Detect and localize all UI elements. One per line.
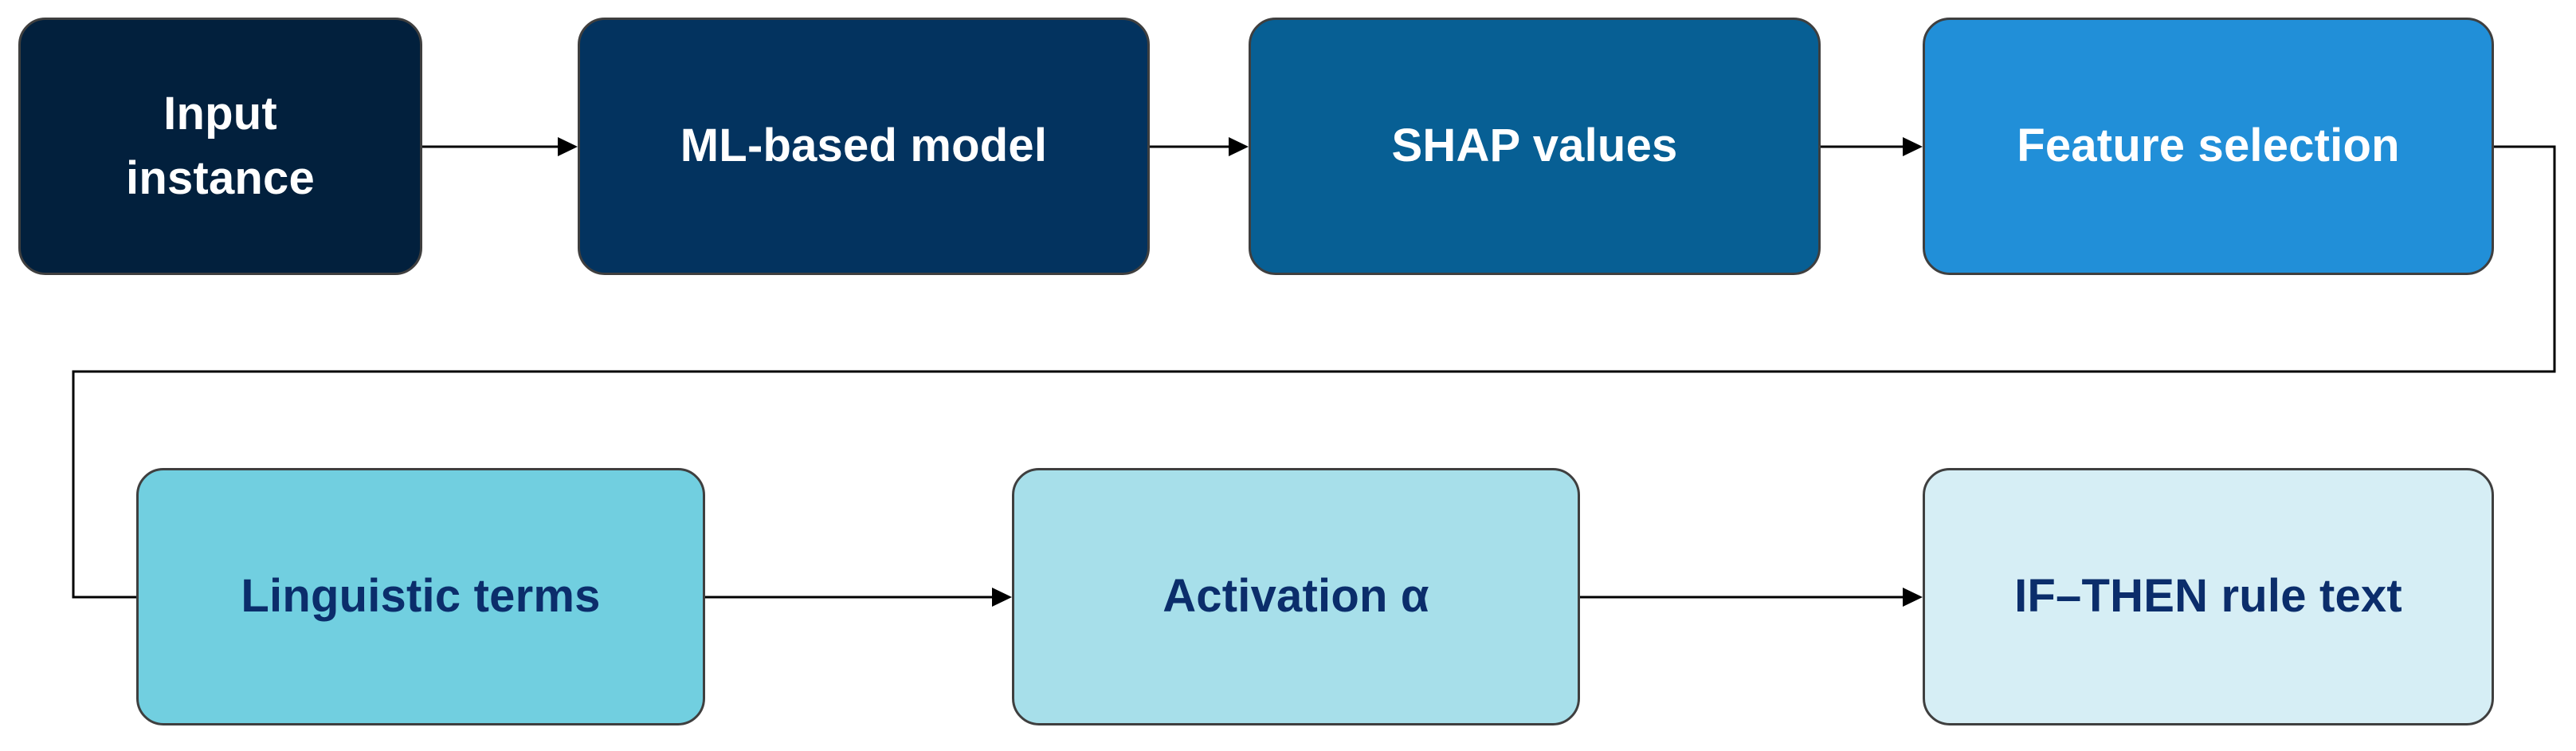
node-if-then-rule-text: IF–THEN rule text <box>1923 468 2494 725</box>
connector-ml-to-shap <box>1150 137 1249 156</box>
node-label-line2: instance <box>126 151 315 204</box>
connector-shap-to-feature <box>1821 137 1923 156</box>
node-ml-based-model: ML-based model <box>578 18 1150 275</box>
node-feature-selection: Feature selection <box>1923 18 2494 275</box>
connector-feature-to-linguistic <box>72 145 2556 599</box>
node-activation-alpha: Activation α <box>1012 468 1580 725</box>
arrowhead-icon <box>1903 588 1923 607</box>
arrowhead-icon <box>1903 137 1923 156</box>
node-label-line1: Input <box>163 88 277 140</box>
node-linguistic-terms: Linguistic terms <box>136 468 705 725</box>
node-feature-selection-label: Feature selection <box>2017 120 2400 172</box>
node-ml-based-model-label: ML-based model <box>680 120 1048 172</box>
connector-input-to-ml <box>422 137 578 156</box>
node-input-instance: Input instance <box>18 18 422 275</box>
node-linguistic-terms-label: Linguistic terms <box>241 570 601 623</box>
node-activation-alpha-label: Activation α <box>1163 570 1429 623</box>
node-shap-values: SHAP values <box>1249 18 1821 275</box>
connector-activation-to-rule <box>1580 588 1923 607</box>
arrowhead-icon <box>558 137 578 156</box>
node-shap-values-label: SHAP values <box>1391 120 1678 172</box>
arrowhead-icon <box>992 588 1012 607</box>
connector-linguistic-to-activation <box>705 588 1012 607</box>
node-input-instance-label: Input instance <box>126 82 315 210</box>
arrowhead-icon <box>1229 137 1249 156</box>
node-if-then-rule-text-label: IF–THEN rule text <box>2014 570 2402 623</box>
